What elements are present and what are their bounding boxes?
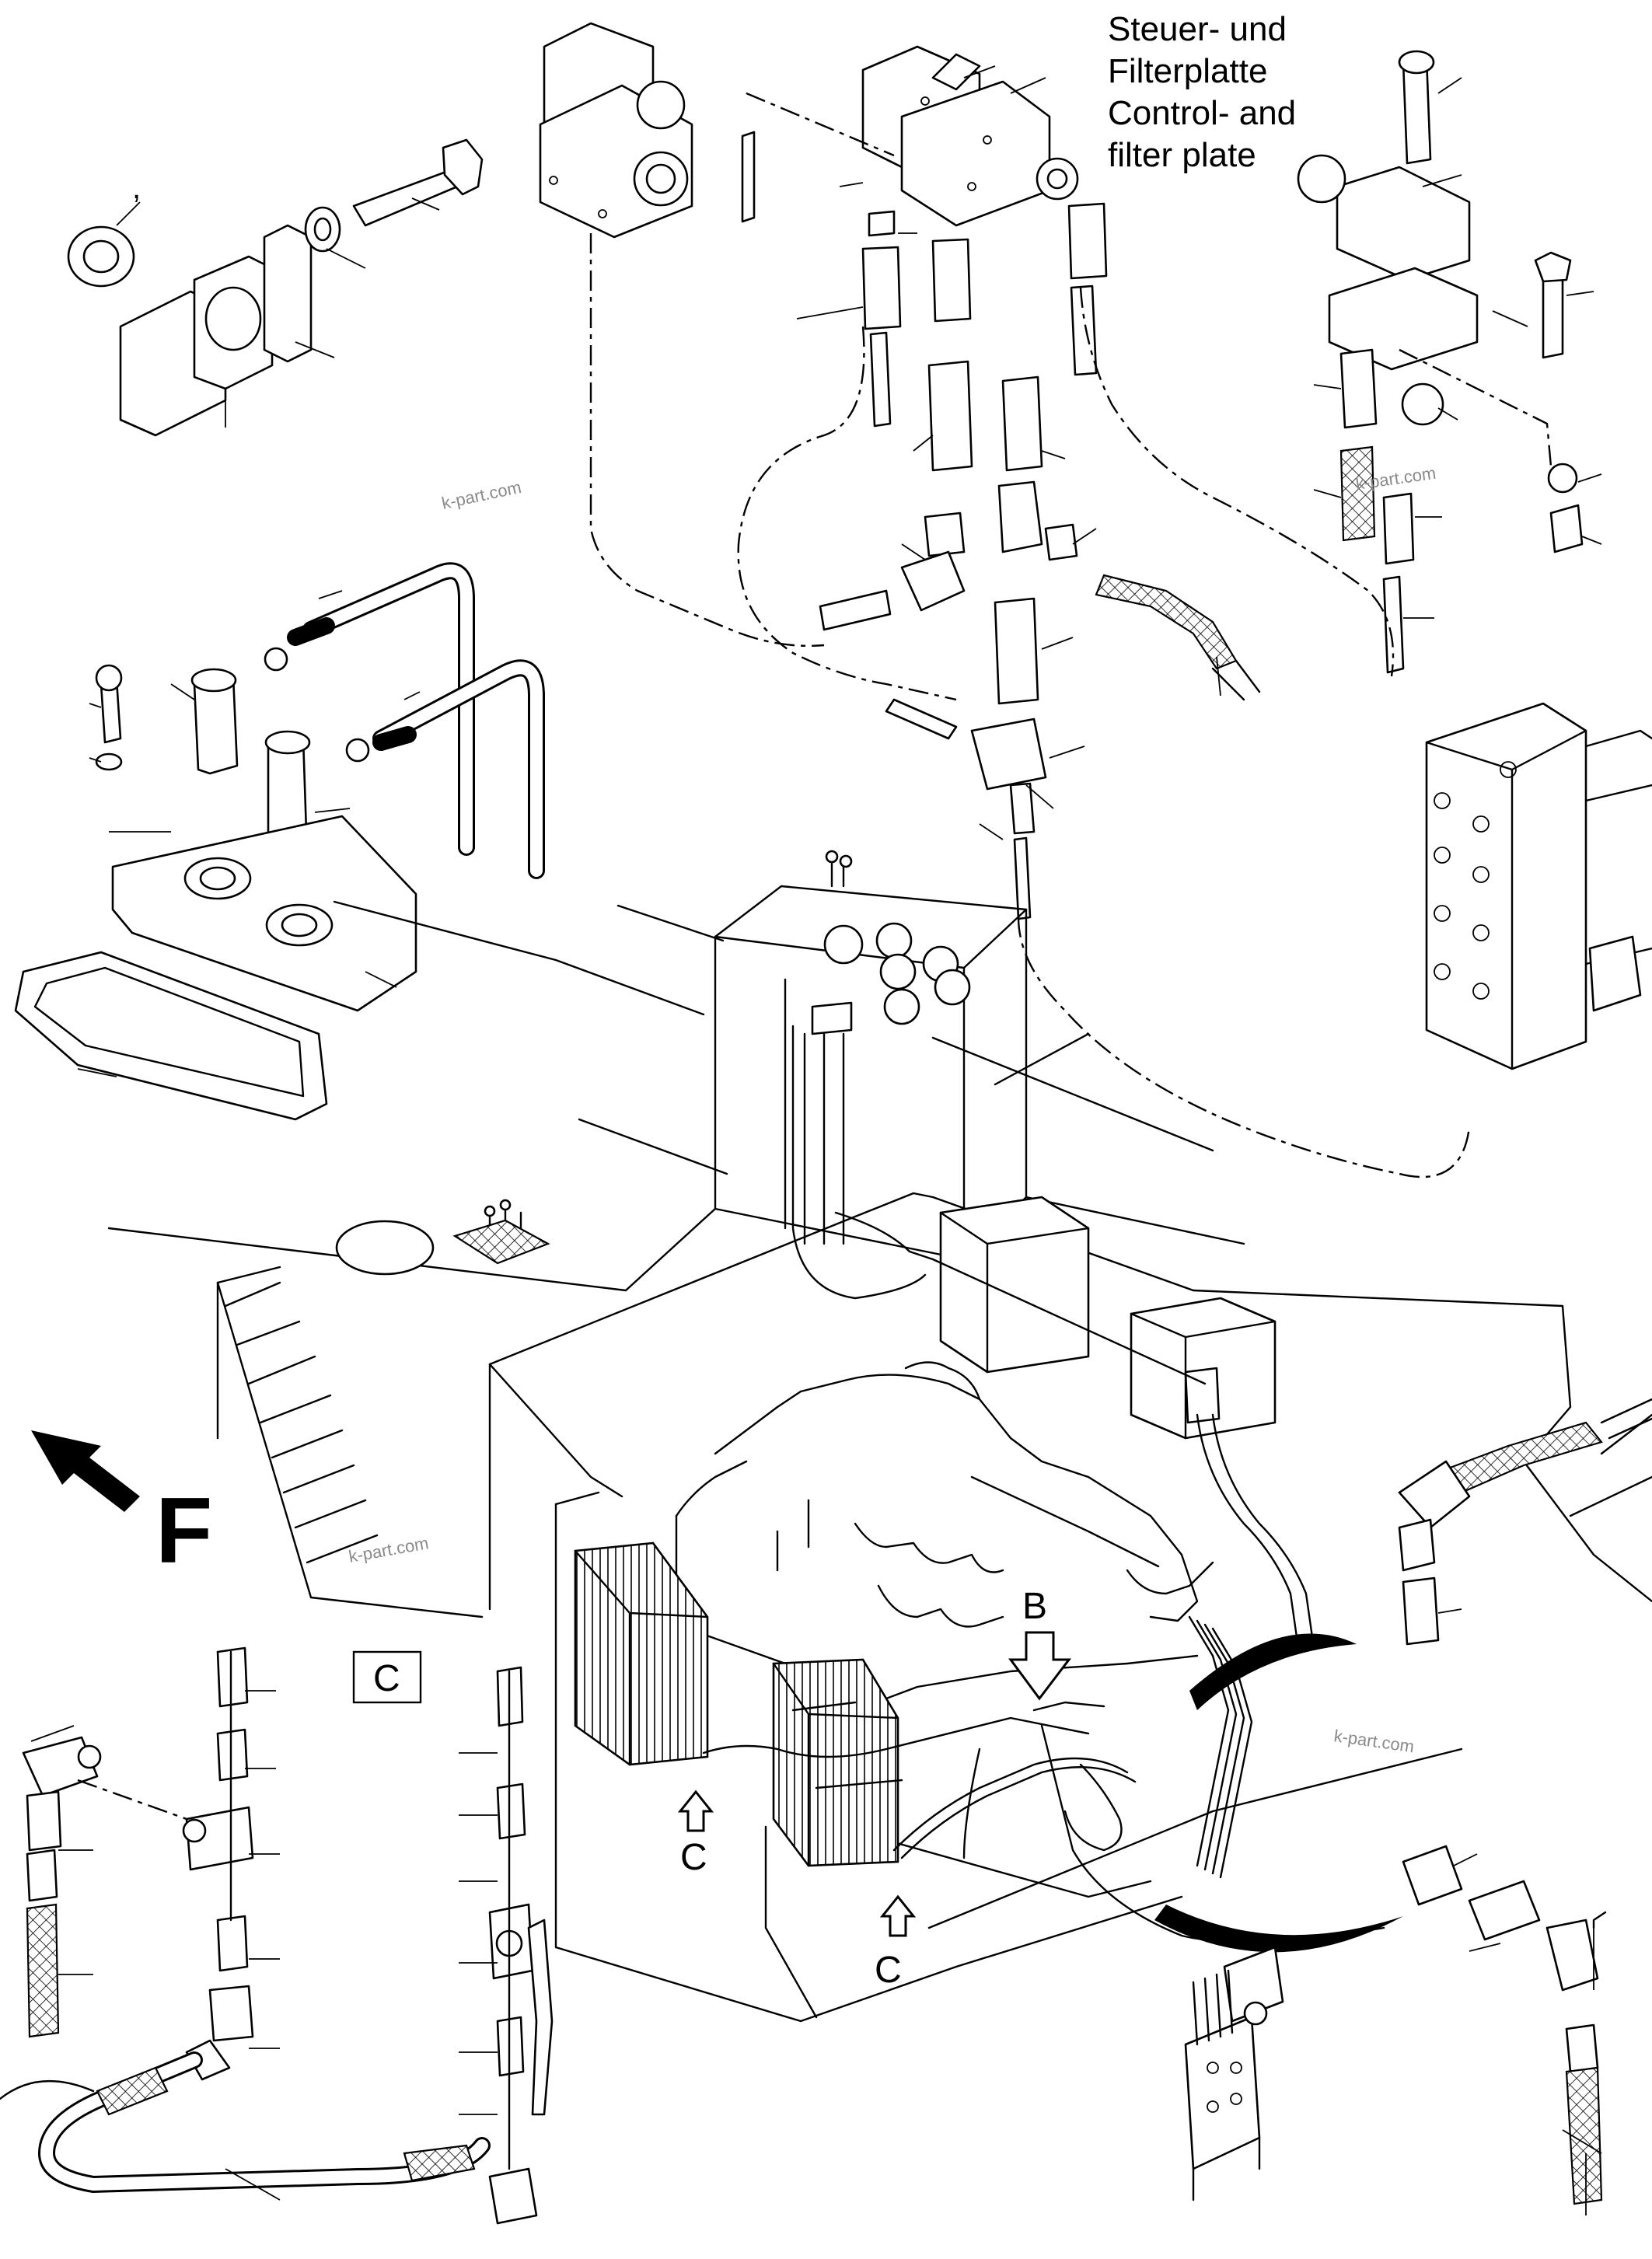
marker-c-label-1: C bbox=[680, 1837, 707, 1878]
watermark-2: k-part.com bbox=[348, 1533, 431, 1566]
breather-plate-group bbox=[14, 664, 417, 1121]
detail-c-box bbox=[352, 1650, 422, 1704]
filter-plate-fittings bbox=[1313, 348, 1442, 674]
detail-c-assembly: C bbox=[0, 1646, 554, 2225]
filter-plate-stack bbox=[1297, 50, 1602, 553]
title-line-1: Steuer- und bbox=[1108, 10, 1287, 48]
marker-c-arrow-2 bbox=[879, 1894, 917, 1937]
filler-cap bbox=[335, 1199, 550, 1276]
marker-b-arrow bbox=[1008, 1631, 1072, 1701]
bottom-right-hose bbox=[1402, 1845, 1607, 2215]
hydraulic-oil-tank bbox=[714, 850, 1028, 1261]
section-swoosh bbox=[1154, 1633, 1403, 1953]
marker-c-arrow-1 bbox=[677, 1789, 714, 1832]
center-fitting-chain bbox=[741, 131, 1108, 920]
title-line-2: Filterplatte bbox=[1108, 52, 1267, 90]
pressure-switch-panel bbox=[1184, 1946, 1284, 2201]
watermarks: k-part.com k-part.com k-part.com k-part.… bbox=[348, 463, 1437, 1757]
right-hose-connector bbox=[1398, 1398, 1652, 1646]
filter-housing-left bbox=[574, 1541, 899, 1867]
control-block-top bbox=[861, 45, 1079, 227]
title-line-3: Control- and bbox=[1108, 94, 1296, 132]
watermark-1: k-part.com bbox=[440, 477, 523, 513]
detail-c-box-label: C bbox=[373, 1658, 400, 1699]
pipe-clamp-group: , bbox=[67, 138, 484, 437]
callout-tick: , bbox=[132, 171, 141, 205]
electrical-boxes bbox=[791, 1025, 1277, 1440]
frame-rib-marks bbox=[224, 1281, 379, 1564]
marker-b-label: B bbox=[1022, 1586, 1047, 1627]
watermark-3: k-part.com bbox=[1332, 1726, 1415, 1756]
view-markers: B C C bbox=[677, 1586, 1072, 1991]
marker-c-label-2: C bbox=[875, 1950, 902, 1991]
title-line-4: filter plate bbox=[1108, 136, 1256, 174]
left-bent-hoses bbox=[264, 562, 545, 879]
hose-center-right bbox=[1095, 574, 1261, 701]
front-direction-arrow: F bbox=[31, 1430, 212, 1583]
solenoid-valve-left bbox=[539, 22, 693, 239]
directional-valve-block bbox=[1425, 702, 1652, 1070]
front-label: F bbox=[155, 1479, 212, 1583]
dashed-lines bbox=[589, 92, 1552, 1178]
control-filter-plate-title: Steuer- und Filterplatte Control- and fi… bbox=[1108, 10, 1296, 174]
